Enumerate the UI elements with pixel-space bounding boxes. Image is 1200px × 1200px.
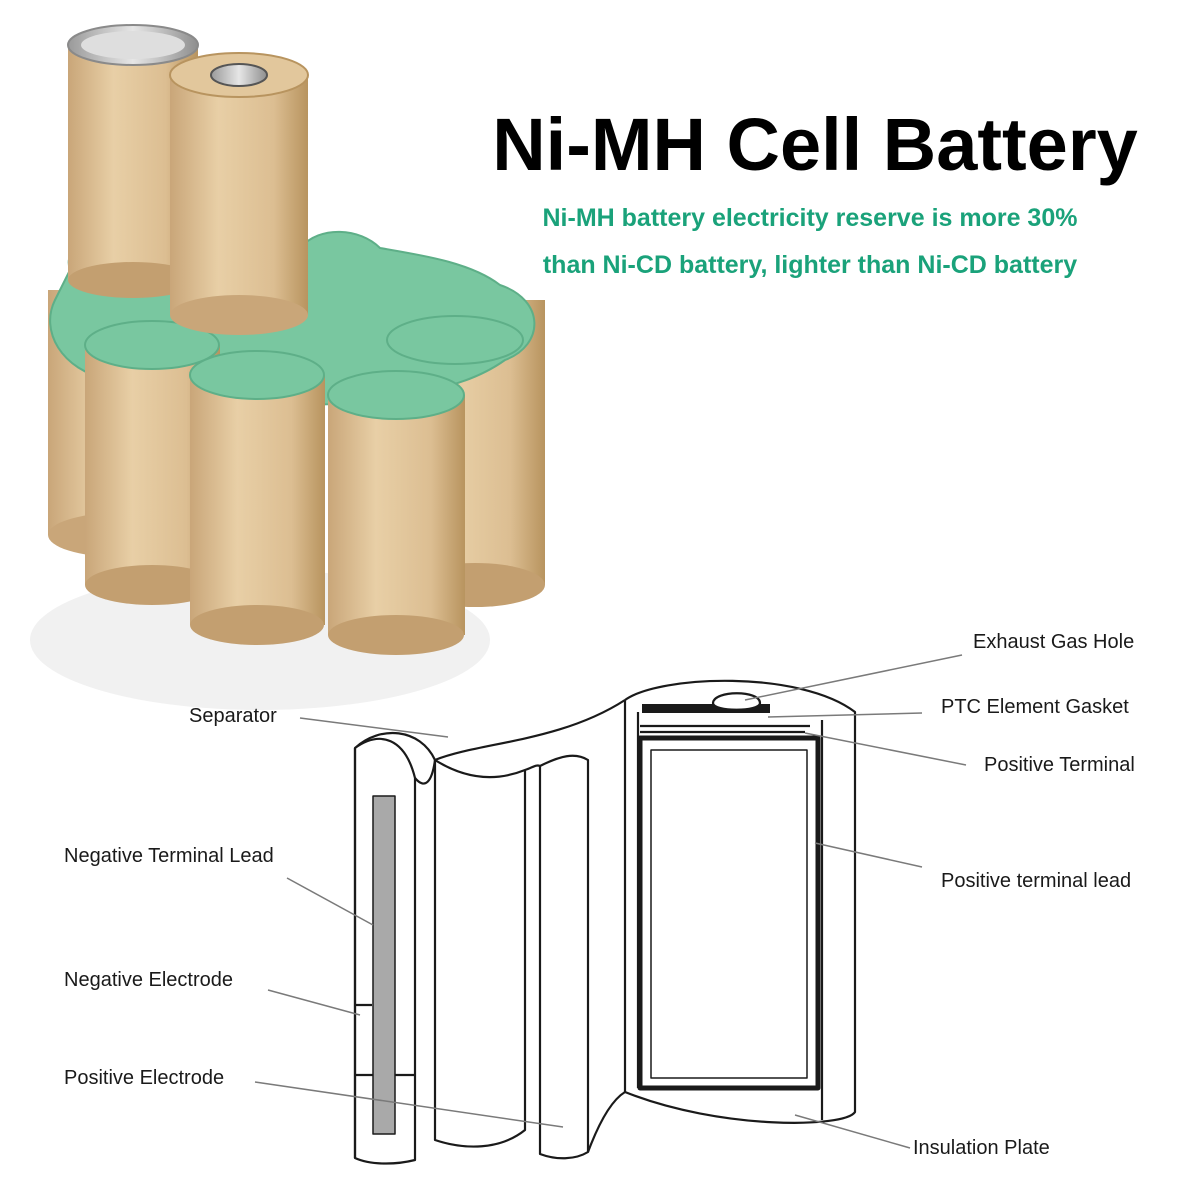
sheet-right — [538, 754, 590, 1160]
subtitle-line-1: Ni-MH battery electricity reserve is mor… — [542, 204, 1078, 232]
cell-upright-front — [169, 52, 309, 335]
label-negative-electrode: Negative Electrode — [64, 969, 233, 991]
leader-negative-terminal-lead — [286, 877, 374, 926]
leader-positive-terminal-lead — [814, 842, 923, 868]
label-insulation-plate: Insulation Plate — [913, 1137, 1050, 1159]
cell-front-2 — [189, 350, 325, 645]
sheet-middle — [433, 758, 527, 1148]
page-title: Ni-MH Cell Battery — [492, 103, 1138, 186]
label-exhaust-gas-hole: Exhaust Gas Hole — [973, 631, 1135, 653]
cell-right-top — [386, 315, 524, 365]
leader-positive-terminal — [804, 732, 967, 766]
leader-exhaust-gas-hole — [744, 654, 963, 701]
positive-lead-frame — [637, 735, 821, 1091]
label-negative-terminal-lead: Negative Terminal Lead — [64, 845, 274, 867]
label-positive-electrode: Positive Electrode — [64, 1067, 225, 1089]
label-positive-terminal-lead: Positive terminal lead — [941, 870, 1132, 892]
page-subtitle: Ni-MH battery electricity reserve is mor… — [460, 195, 1160, 289]
leader-lines — [254, 654, 967, 1149]
subtitle-line-2: than Ni-CD battery, lighter than Ni-CD b… — [542, 251, 1078, 279]
negative-lead-strip — [372, 795, 396, 1135]
can-outline — [624, 679, 857, 1124]
leader-insulation-plate — [794, 1114, 911, 1149]
exhaust-gas-cap — [711, 692, 762, 711]
label-positive-terminal: Positive Terminal — [984, 754, 1135, 776]
label-separator: Separator — [189, 705, 277, 727]
leader-negative-electrode — [267, 989, 361, 1016]
positive-nub — [210, 63, 268, 87]
leader-separator — [299, 717, 449, 738]
ptc-gasket-band — [642, 704, 770, 713]
battery-pack-photo — [30, 24, 545, 710]
cell-cutaway-diagram — [353, 679, 857, 1165]
separator-sheet — [354, 699, 626, 762]
leader-positive-electrode — [254, 1081, 564, 1128]
cell-front-3 — [327, 370, 465, 655]
label-ptc-element-gasket: PTC Element Gasket — [941, 696, 1129, 718]
leader-ptc-element-gasket — [767, 712, 923, 718]
